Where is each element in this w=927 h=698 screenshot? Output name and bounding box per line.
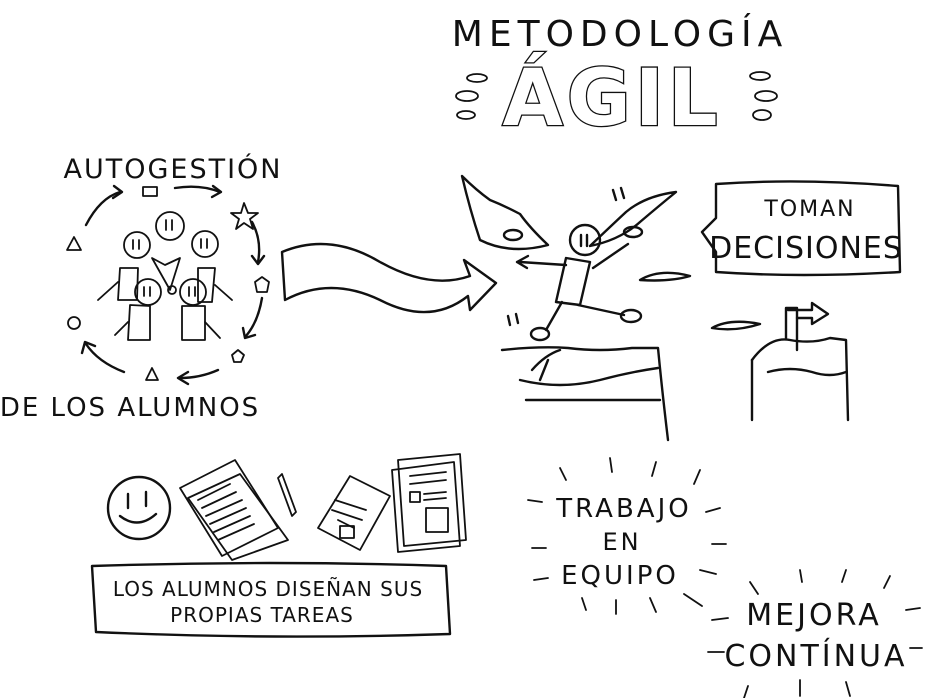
decisions-callout: TOMAN DECISIONES: [700, 180, 903, 277]
jumping-student-icon: [460, 174, 762, 382]
cycle-shapes-icon: [66, 186, 270, 381]
tasks-label-box: [90, 561, 452, 638]
teamwork-rays-icon: [527, 457, 727, 615]
cycle-arrows-icon: [80, 184, 266, 386]
teamwork-line2: EN: [602, 528, 641, 556]
papers-icon: [179, 459, 297, 561]
smiley-icon: [106, 475, 172, 541]
tasks-section: LOS ALUMNOS DISEÑAN SUS PROPIAS TAREAS: [90, 453, 467, 638]
decisions-line2: DECISIONES: [709, 231, 903, 266]
student-group-icon: [97, 211, 233, 341]
big-arrow-icon: [280, 242, 498, 314]
splash-left-icon: [455, 73, 488, 120]
decisions-line1: TOMAN: [763, 197, 855, 222]
teamwork-section: TRABAJO EN EQUIPO: [527, 457, 727, 615]
cliffs-icon: [500, 301, 850, 442]
self-management-title: AUTOGESTIÓN: [63, 153, 282, 185]
improvement-line2: CONTÍNUA: [724, 638, 907, 674]
documents-icon: [317, 453, 467, 553]
improvement-line1: MEJORA: [746, 598, 881, 633]
tasks-line2: PROPIAS TAREAS: [170, 603, 354, 627]
header: METODOLOGÍA ÁGIL: [452, 13, 788, 145]
teamwork-line3: EQUIPO: [561, 561, 679, 591]
splash-right-icon: [749, 71, 778, 121]
header-title: ÁGIL: [502, 52, 721, 144]
self-management-subtitle: DE LOS ALUMNOS: [0, 393, 260, 423]
tasks-line1: LOS ALUMNOS DISEÑAN SUS: [113, 577, 423, 601]
header-subtitle: METODOLOGÍA: [452, 13, 788, 55]
teamwork-line1: TRABAJO: [555, 494, 691, 524]
improvement-section: MEJORA CONTÍNUA: [707, 569, 923, 698]
self-management-cycle: AUTOGESTIÓN DE LOS ALUMNOS: [0, 153, 282, 423]
improvement-rays-icon: [707, 569, 923, 698]
